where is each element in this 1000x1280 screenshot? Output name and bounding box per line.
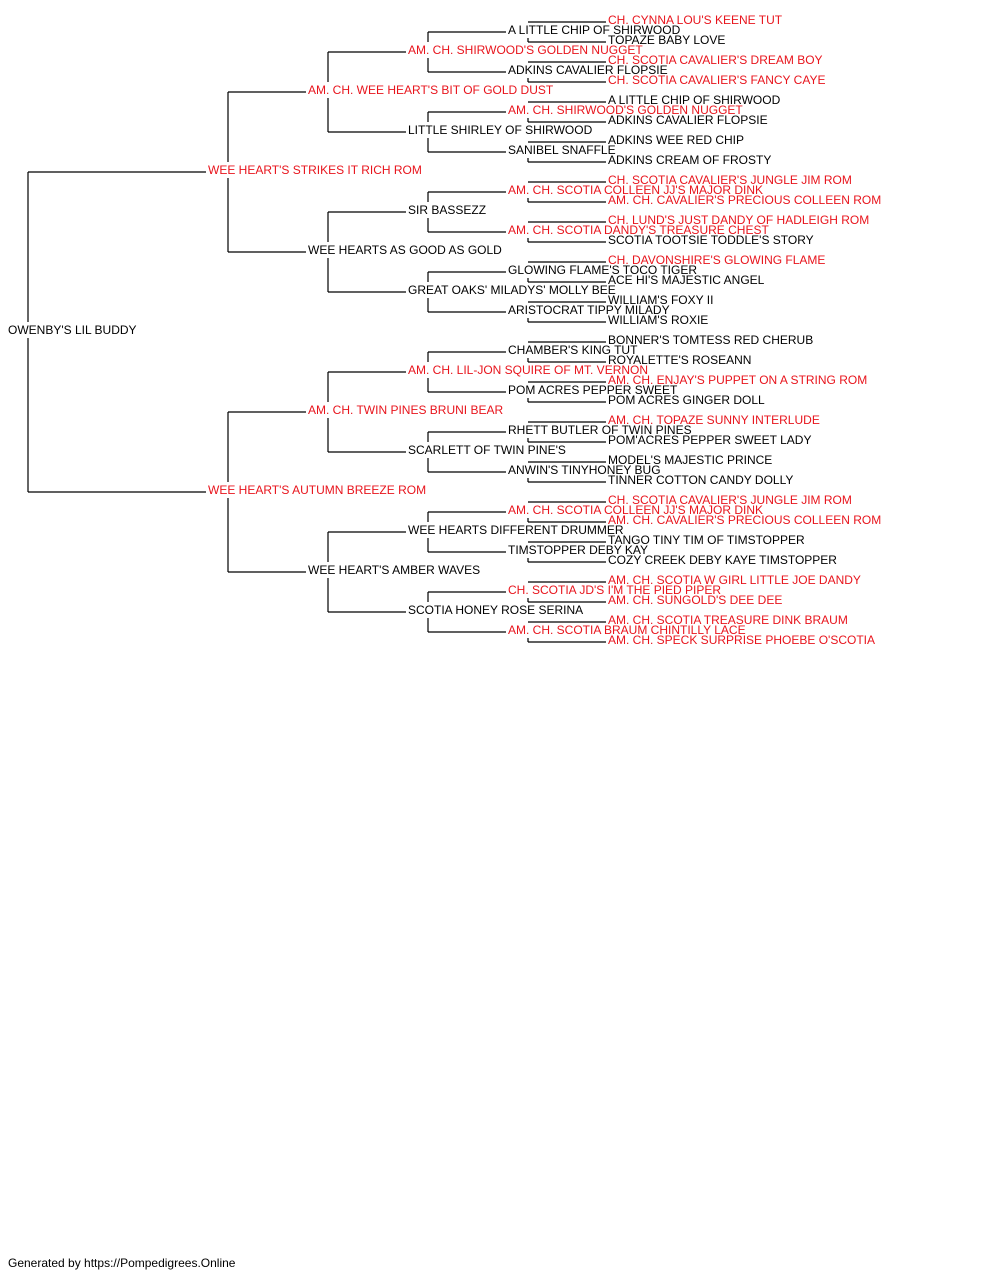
ancestor-name-gen4: TIMSTOPPER DEBY KAY <box>508 543 648 557</box>
ancestor-name-gen4: SANIBEL SNAFFLE <box>508 143 616 157</box>
ancestor-name-gen5: SCOTIA TOOTSIE TODDLE'S STORY <box>608 233 814 247</box>
pedigree-connectors <box>27 21 606 643</box>
subject-name: OWENBY'S LIL BUDDY <box>8 323 137 337</box>
ancestor-name-gen5: CH. SCOTIA CAVALIER'S JUNGLE JIM ROM <box>608 173 852 187</box>
ancestor-name-gen2: WEE HEART'S AMBER WAVES <box>308 563 480 577</box>
ancestor-name-gen5: POM'ACRES PEPPER SWEET LADY <box>608 433 811 447</box>
generated-by-footer: Generated by https://Pompedigrees.Online <box>8 1256 236 1270</box>
pedigree-names: OWENBY'S LIL BUDDY WEE HEART'S STRIKES IT… <box>8 13 881 647</box>
ancestor-name-gen5: ACE HI'S MAJESTIC ANGEL <box>608 273 765 287</box>
ancestor-name-gen5: AM. CH. ENJAY'S PUPPET ON A STRING ROM <box>608 373 867 387</box>
ancestor-name-gen3: WEE HEARTS DIFFERENT DRUMMER <box>408 523 624 537</box>
ancestor-name-gen4: ARISTOCRAT TIPPY MILADY <box>508 303 670 317</box>
ancestor-name-gen3: SCARLETT OF TWIN PINE'S <box>408 443 566 457</box>
ancestor-name-gen4: CHAMBER'S KING TUT <box>508 343 638 357</box>
ancestor-name-gen5: AM. CH. SUNGOLD'S DEE DEE <box>608 593 782 607</box>
ancestor-name-gen2: WEE HEARTS AS GOOD AS GOLD <box>308 243 502 257</box>
ancestor-name-gen5: WILLIAM'S ROXIE <box>608 313 708 327</box>
ancestor-name-gen3: SCOTIA HONEY ROSE SERINA <box>408 603 583 617</box>
ancestor-name-gen5: COZY CREEK DEBY KAYE TIMSTOPPER <box>608 553 837 567</box>
ancestor-name-gen5: ADKINS CREAM OF FROSTY <box>608 153 771 167</box>
ancestor-name-gen5: ADKINS CAVALIER FLOPSIE <box>608 113 768 127</box>
ancestor-name-gen3: SIR BASSEZZ <box>408 203 486 217</box>
ancestor-name-gen5: TOPAZE BABY LOVE <box>608 33 725 47</box>
ancestor-name-gen2: AM. CH. TWIN PINES BRUNI BEAR <box>308 403 503 417</box>
ancestor-name-gen5: ROYALETTE'S ROSEANN <box>608 353 751 367</box>
ancestor-name-gen4: CH. SCOTIA JD'S I'M THE PIED PIPER <box>508 583 721 597</box>
ancestor-name-gen5: AM. CH. SCOTIA W GIRL LITTLE JOE DANDY <box>608 573 861 587</box>
ancestor-name-gen1: WEE HEART'S AUTUMN BREEZE ROM <box>208 483 426 497</box>
ancestor-name-gen4: A LITTLE CHIP OF SHIRWOOD <box>508 23 681 37</box>
ancestor-name-gen5: AM. CH. SCOTIA TREASURE DINK BRAUM <box>608 613 848 627</box>
ancestor-name-gen5: A LITTLE CHIP OF SHIRWOOD <box>608 93 781 107</box>
ancestor-name-gen5: WILLIAM'S FOXY II <box>608 293 713 307</box>
ancestor-name-gen3: AM. CH. SHIRWOOD'S GOLDEN NUGGET <box>408 43 643 57</box>
ancestor-name-gen5: CH. SCOTIA CAVALIER'S JUNGLE JIM ROM <box>608 493 852 507</box>
ancestor-name-gen4: ADKINS CAVALIER FLOPSIE <box>508 63 668 77</box>
ancestor-name-gen4: AM. CH. SCOTIA COLLEEN JJ'S MAJOR DINK <box>508 503 763 517</box>
ancestor-name-gen5: MODEL'S MAJESTIC PRINCE <box>608 453 772 467</box>
ancestor-name-gen1: WEE HEART'S STRIKES IT RICH ROM <box>208 163 422 177</box>
ancestor-name-gen5: CH. LUND'S JUST DANDY OF HADLEIGH ROM <box>608 213 869 227</box>
ancestor-name-gen4: AM. CH. SCOTIA DANDY'S TREASURE CHEST <box>508 223 769 237</box>
ancestor-name-gen5: AM. CH. CAVALIER'S PRECIOUS COLLEEN ROM <box>608 513 881 527</box>
ancestor-name-gen4: AM. CH. SCOTIA BRAUM CHINTILLY LACE <box>508 623 746 637</box>
ancestor-name-gen5: AM. CH. SPECK SURPRISE PHOEBE O'SCOTIA <box>608 633 875 647</box>
ancestor-name-gen4: POM ACRES PEPPER SWEET <box>508 383 678 397</box>
ancestor-name-gen3: LITTLE SHIRLEY OF SHIRWOOD <box>408 123 593 137</box>
ancestor-name-gen5: CH. DAVONSHIRE'S GLOWING FLAME <box>608 253 825 267</box>
ancestor-name-gen5: AM. CH. TOPAZE SUNNY INTERLUDE <box>608 413 820 427</box>
ancestor-name-gen5: POM ACRES GINGER DOLL <box>608 393 765 407</box>
ancestor-name-gen3: AM. CH. LIL-JON SQUIRE OF MT. VERNON <box>408 363 648 377</box>
ancestor-name-gen5: CH. SCOTIA CAVALIER'S DREAM BOY <box>608 53 823 67</box>
ancestor-name-gen4: AM. CH. SCOTIA COLLEEN JJ'S MAJOR DINK <box>508 183 763 197</box>
ancestor-name-gen4: RHETT BUTLER OF TWIN PINES <box>508 423 692 437</box>
ancestor-name-gen3: GREAT OAKS' MILADYS' MOLLY BEE <box>408 283 616 297</box>
ancestor-name-gen4: ANWIN'S TINYHONEY BUG <box>508 463 661 477</box>
ancestor-name-gen5: BONNER'S TOMTESS RED CHERUB <box>608 333 813 347</box>
ancestor-name-gen5: CH. CYNNA LOU'S KEENE TUT <box>608 13 783 27</box>
ancestor-name-gen4: AM. CH. SHIRWOOD'S GOLDEN NUGGET <box>508 103 743 117</box>
ancestor-name-gen5: AM. CH. CAVALIER'S PRECIOUS COLLEEN ROM <box>608 193 881 207</box>
ancestor-name-gen2: AM. CH. WEE HEART'S BIT OF GOLD DUST <box>308 83 554 97</box>
ancestor-name-gen5: ADKINS WEE RED CHIP <box>608 133 744 147</box>
ancestor-name-gen4: GLOWING FLAME'S TOCO TIGER <box>508 263 697 277</box>
ancestor-name-gen5: TINNER COTTON CANDY DOLLY <box>608 473 793 487</box>
ancestor-name-gen5: CH. SCOTIA CAVALIER'S FANCY CAYE <box>608 73 825 87</box>
ancestor-name-gen5: TANGO TINY TIM OF TIMSTOPPER <box>608 533 805 547</box>
